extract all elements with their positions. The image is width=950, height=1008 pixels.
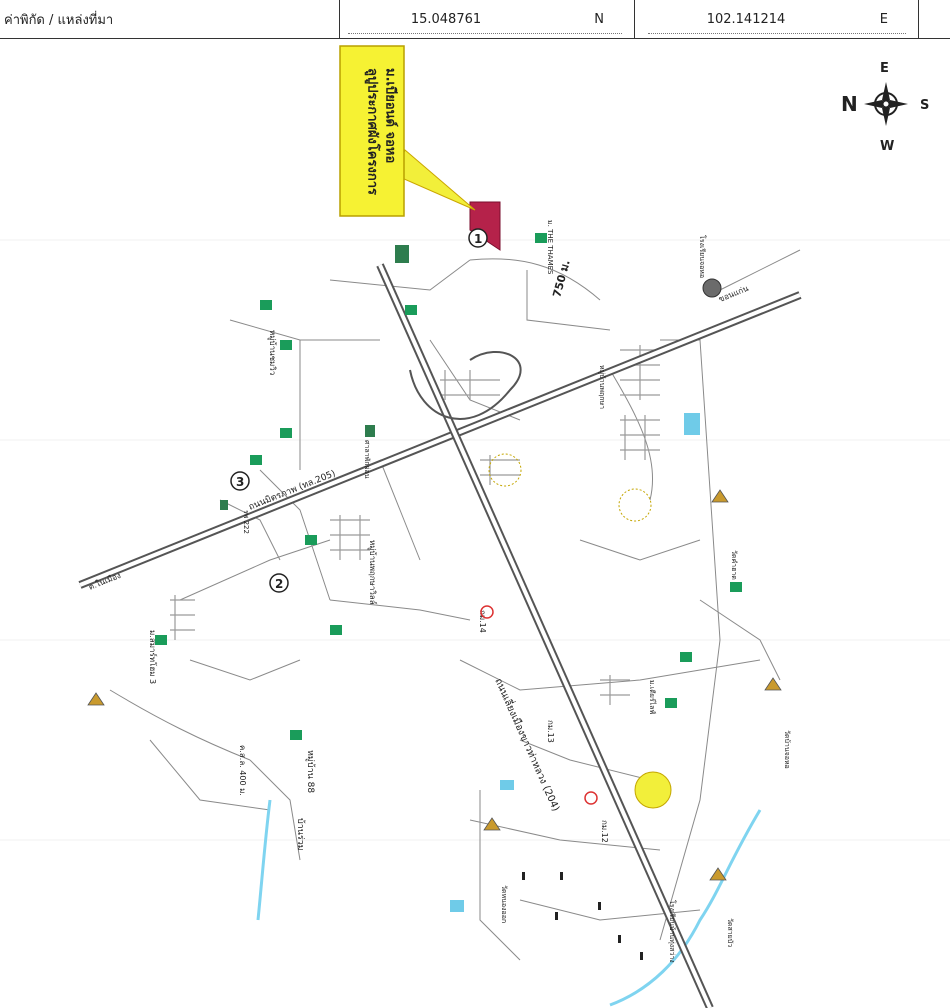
latitude-value: 15.048761 — [410, 11, 482, 27]
gas-station-icon — [584, 791, 598, 805]
interchange — [409, 351, 522, 420]
river-left — [256, 799, 272, 921]
minor-roads — [109, 249, 801, 961]
building-icons — [220, 245, 409, 510]
compass-south: S — [920, 98, 929, 113]
wat-jo-label: วัดบ้านจอหอ — [783, 730, 791, 769]
callout-line-2: ม.เบียอนด์ จอหอ — [383, 68, 399, 163]
khon-kaen-label: ขอนแก่น — [717, 284, 750, 304]
village-icon — [260, 300, 272, 310]
roundabout-icon — [702, 278, 722, 298]
marker-3: 3 — [230, 471, 250, 491]
village-label: หมู่บ้านพฤกษา — [598, 365, 606, 409]
highway-upper — [78, 291, 802, 589]
marker-1-number: 1 — [474, 232, 482, 246]
ban-ruam-label: บ้านร่วม — [295, 818, 306, 851]
latitude-cell: 15.048761 N — [336, 0, 635, 38]
village-icon — [250, 455, 262, 465]
pond — [450, 900, 464, 912]
temple-icon — [87, 692, 105, 706]
village-icon — [155, 635, 167, 645]
school-top-label: โรงเรียนจอหอ — [698, 235, 707, 278]
highlight-circle — [634, 771, 672, 809]
dotted-zone — [488, 453, 522, 487]
village-icon — [280, 340, 292, 350]
village-icon — [330, 625, 342, 635]
compass-rose — [864, 82, 908, 126]
village-icon — [535, 233, 547, 243]
village-icon — [290, 730, 302, 740]
callout-box — [339, 45, 405, 217]
post-markers — [522, 872, 643, 960]
latitude-dotted-line — [348, 33, 622, 34]
building-icon — [395, 245, 409, 263]
village-88-label: หมู่บ้าน 88 — [305, 750, 316, 793]
marker-1: 1 — [468, 228, 488, 248]
village-icon — [280, 428, 292, 438]
coordinate-header: ค่าพิกัด / แหล่งที่มา 15.048761 N 102.14… — [0, 0, 950, 39]
village-chomview-label: หมู่บ้านชมวิว — [267, 330, 277, 375]
rest-zone-label: ศาลาพักผ่อน — [363, 440, 371, 479]
km13-label: กม.13 — [546, 720, 555, 743]
school-bottom-label: โรงเรียนบ้านทุ่งสว่าง — [668, 900, 677, 963]
building-icon — [365, 425, 375, 437]
compass-north: N — [841, 92, 858, 116]
village-icon — [730, 582, 742, 592]
village-icon — [665, 698, 677, 708]
location-map: ลูปูประกาศผังโครงการ ม.เบียอนด์ จอหอ 750… — [0, 45, 950, 1008]
hospital-icon — [480, 605, 494, 619]
callout-pointer — [394, 149, 476, 211]
project-parcel — [469, 201, 501, 251]
marker-2-number: 2 — [275, 577, 283, 591]
temple-icon — [711, 489, 729, 503]
river — [609, 809, 762, 1007]
marker-2: 2 — [269, 573, 289, 593]
wat-nong-label: วัดหนองออก — [500, 885, 508, 923]
pond — [684, 413, 700, 435]
wat-kham-label: วัดคำฮาด — [730, 550, 738, 580]
longitude-dotted-line — [648, 33, 906, 34]
distance-400-label: ค.ส.ล. 400 ม. — [238, 745, 247, 796]
coordinate-label-cell: ค่าพิกัด / แหล่งที่มา — [0, 0, 340, 38]
dotted-zone — [618, 488, 652, 522]
temple-icons — [87, 489, 782, 881]
temple-icon — [483, 817, 501, 831]
r222-label: รพ 222 — [242, 510, 250, 534]
village-icon — [305, 535, 317, 545]
highway-lower — [376, 263, 714, 1008]
village-icon — [680, 652, 692, 662]
latitude-direction: N — [594, 11, 604, 27]
village-icons — [155, 233, 742, 740]
pond — [500, 780, 514, 790]
residential-blocks — [170, 345, 660, 705]
village-icon — [405, 305, 417, 315]
wat-sai-label: วัดสายบัว — [726, 918, 734, 947]
compass-west: W — [880, 139, 894, 154]
building-icon — [220, 500, 228, 510]
longitude-cell: 102.141214 E — [636, 0, 919, 38]
coordinate-label: ค่าพิกัด / แหล่งที่มา — [4, 12, 114, 28]
longitude-value: 102.141214 — [706, 11, 786, 27]
background-grid — [0, 239, 950, 841]
temple-icon — [764, 677, 782, 691]
thames-label: ม. THE THAMES — [546, 220, 554, 275]
city-3-label: ม.สมาร์ทโฮม 3 — [148, 630, 158, 684]
temple-icon — [709, 867, 727, 881]
highway-lower-label: ถนนเลี่ยงเมืองขาวท่าหลวง (204) — [492, 676, 564, 814]
village-pruksa-label: หมู่บ้านพฤกษาวิลล์ — [367, 540, 378, 605]
callout-line-1: ลูปูประกาศผังโครงการ — [365, 68, 382, 195]
longitude-direction: E — [879, 11, 888, 27]
dear-village-label: ม.เดียร์ไลฟ์ — [648, 680, 657, 714]
km12-label: กม.12 — [600, 820, 609, 843]
marker-3-number: 3 — [236, 475, 244, 489]
km14-label: กม.14 — [478, 610, 487, 633]
compass-east: E — [880, 61, 889, 76]
